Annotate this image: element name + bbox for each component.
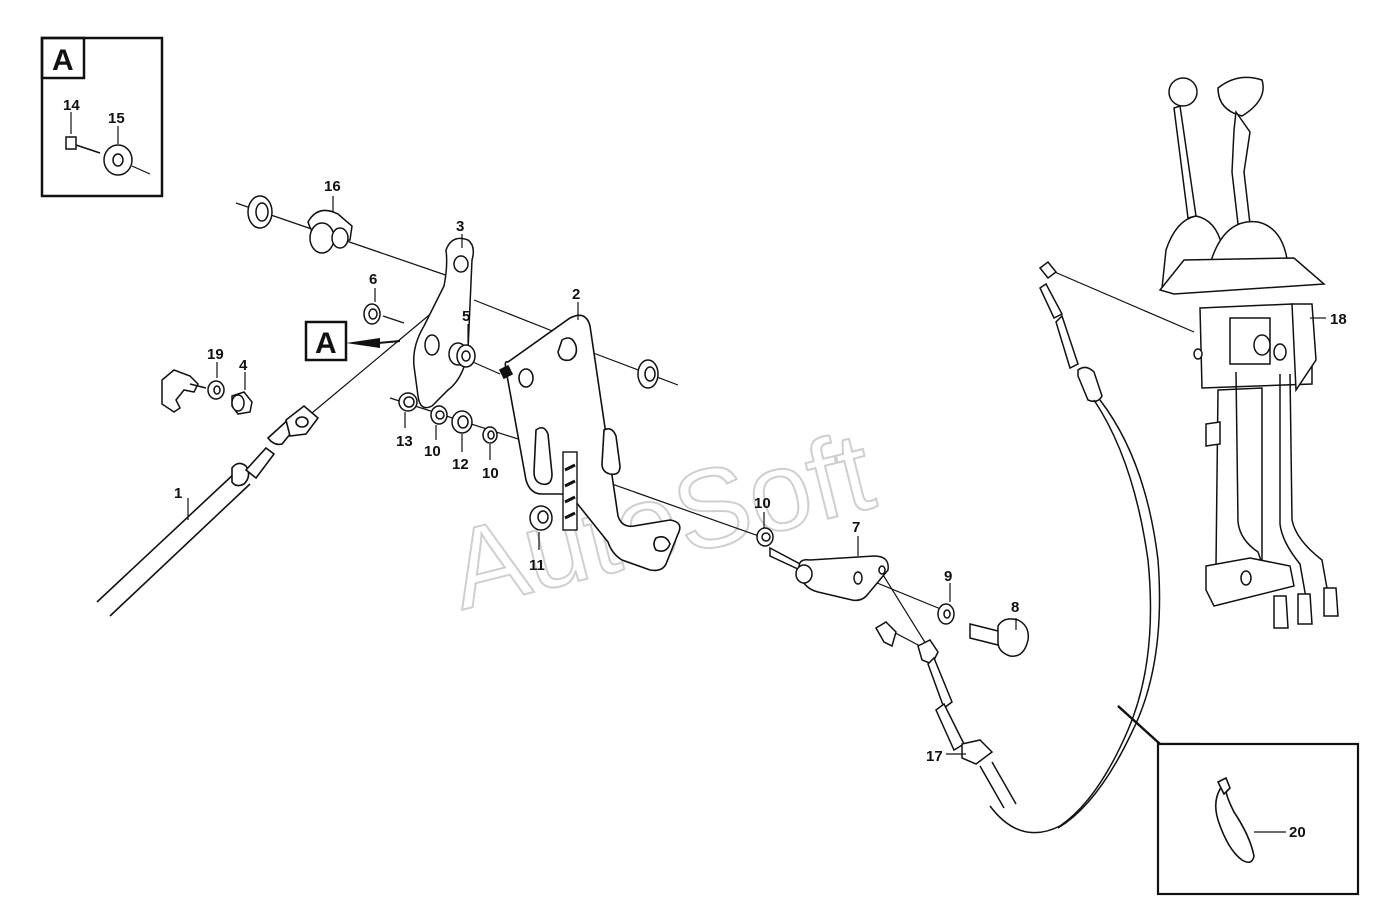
callout-5: 5 <box>462 308 470 325</box>
cable-long-icon <box>989 260 1161 834</box>
callout-15: 15 <box>108 110 125 127</box>
washer-right-icon <box>637 359 659 389</box>
detail-box-label: A <box>52 44 74 77</box>
bracket-2-icon <box>498 302 681 572</box>
callout-14: 14 <box>63 97 80 114</box>
callout-10c: 10 <box>754 495 771 512</box>
detail-callout-label: A <box>315 327 337 360</box>
watermark: AutoSoft <box>437 408 884 633</box>
callout-9: 9 <box>944 568 952 585</box>
detail-box-a: A 14 15 <box>40 36 164 198</box>
bolt-8-icon <box>969 618 1030 657</box>
detail-box-20 <box>1117 705 1360 896</box>
callout-10b: 10 <box>482 465 499 482</box>
clip-6-icon <box>363 288 381 325</box>
callout-7: 7 <box>852 519 860 536</box>
callout-3: 3 <box>456 218 464 235</box>
callout-20: 20 <box>1289 824 1306 841</box>
callout-13: 13 <box>396 433 413 450</box>
callout-10a: 10 <box>424 443 441 460</box>
cable-tie-20-icon <box>1214 776 1286 864</box>
washer-9-icon <box>937 583 955 625</box>
nut-15-icon <box>103 144 151 176</box>
callout-1: 1 <box>174 485 182 502</box>
cable-1-icon <box>96 404 320 617</box>
bushing-10-icon <box>756 512 774 547</box>
callout-19: 19 <box>207 346 224 363</box>
cable-17-icon <box>874 621 1017 809</box>
bolt-14-icon <box>65 136 101 154</box>
hardware-stack-icon <box>398 392 498 460</box>
arm-7-icon <box>769 536 889 602</box>
stop-plate-icon <box>562 451 578 531</box>
pin-19-icon <box>161 362 225 413</box>
callout-12: 12 <box>452 456 469 473</box>
control-lever-18-icon <box>1158 76 1339 629</box>
callout-18: 18 <box>1330 311 1347 328</box>
spacer-4-icon <box>231 372 253 415</box>
callout-6: 6 <box>369 271 377 288</box>
callout-8: 8 <box>1011 599 1019 616</box>
callout-4: 4 <box>239 357 248 374</box>
spacer-5-icon <box>448 324 476 368</box>
callout-17: 17 <box>926 748 943 765</box>
callout-16: 16 <box>324 178 341 195</box>
nut-11-icon <box>529 505 553 550</box>
detail-a-callout: A <box>304 320 401 362</box>
bushing-16-icon <box>247 195 353 254</box>
callout-2: 2 <box>572 286 580 303</box>
callout-11: 11 <box>529 557 545 574</box>
